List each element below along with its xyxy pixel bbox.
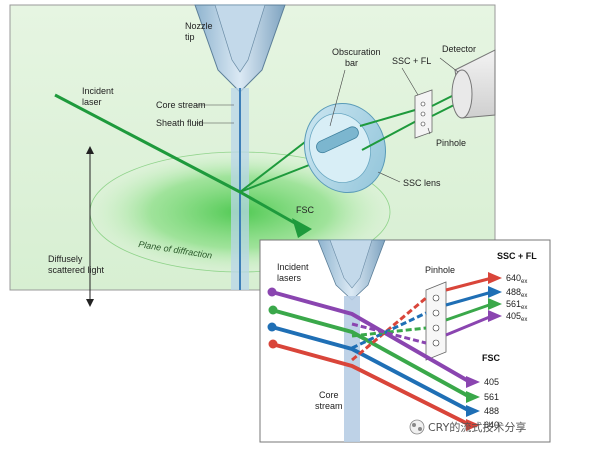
diffuse-light-label-2: scattered light: [48, 265, 105, 275]
ssc-lens: [303, 102, 387, 194]
core-stream-label: Core stream: [156, 100, 206, 110]
laser-source-640: [268, 339, 278, 349]
obscuration-label-2: bar: [345, 58, 358, 68]
ssc-arrow-488-icon: [488, 286, 502, 298]
detector-label: Detector: [442, 44, 476, 54]
ssc-beam-405: [445, 314, 493, 337]
laser-source-561: [268, 305, 278, 315]
incident-laser-beam: [54, 93, 241, 194]
ssc-lens-label: SSC lens: [403, 178, 441, 188]
nozzle-label-1: Nozzle: [185, 21, 213, 31]
ssc-output-label: 488ex: [506, 287, 527, 299]
inset-panel: Incident lasers Pinhole SSC + FL FSC Cor…: [259, 239, 551, 443]
watermark-icon: [409, 419, 425, 435]
ssc-arrow-640-icon: [488, 272, 502, 284]
inset-core-label-1: Core: [319, 390, 339, 400]
watermark-text: CRY的流式技术分享: [428, 420, 526, 434]
inset-core-label-2: stream: [315, 401, 343, 411]
inset-incident-label-1: Incident: [277, 262, 309, 272]
fsc-beam: [239, 190, 301, 228]
incident-laser-label-2: laser: [82, 97, 102, 107]
pinhole-label: Pinhole: [436, 138, 466, 148]
fsc-label: FSC: [296, 205, 315, 215]
fsc-arrow-488-icon: [466, 405, 480, 417]
ssc-arrow-405-icon: [488, 310, 502, 322]
detector: [451, 49, 496, 119]
fsc-arrow-405-icon: [466, 376, 480, 388]
ssc-output-label: 405ex: [506, 311, 527, 323]
obscuration-label-1: Obscuration: [332, 47, 381, 57]
inset-laser-beams: [267, 272, 502, 431]
diffuse-light-label-1: Diffusely: [48, 254, 83, 264]
fsc-arrow-640-icon: [466, 419, 480, 431]
ssc-fl-label: SSC + FL: [392, 56, 431, 66]
inset-pinhole-label: Pinhole: [425, 265, 455, 275]
fsc-arrow-561-icon: [466, 391, 480, 403]
ssc-beam-640: [445, 276, 493, 292]
inset-ssc-fl-label: SSC + FL: [497, 251, 537, 261]
watermark: CRY的流式技术分享: [409, 419, 526, 435]
ssc-output-label: 561ex: [506, 299, 527, 311]
ssc-beam-561: [445, 302, 493, 322]
fsc-output-label: 405: [484, 377, 499, 387]
obscuration-bar: [316, 126, 359, 154]
nozzle-tip: [194, 4, 286, 93]
fsc-output-labels: 405 561 488 640: [484, 377, 499, 430]
fsc-arrow-icon: [292, 218, 312, 238]
fsc-output-label: 488: [484, 406, 499, 416]
pinhole-plate: [414, 89, 433, 139]
ssc-beam-488: [445, 290, 493, 307]
diffuse-light-arrow: [86, 146, 94, 307]
fsc-beam-488: [271, 325, 471, 413]
fsc-beam-561: [271, 308, 471, 399]
sheath-fluid-label: Sheath fluid: [156, 118, 204, 128]
laser-source-405: [267, 287, 277, 297]
fsc-output-label: 561: [484, 392, 499, 402]
inset-incident-label-2: lasers: [277, 273, 302, 283]
incident-laser-label-1: Incident: [82, 86, 114, 96]
fsc-beam-640: [271, 342, 471, 427]
laser-source-488: [267, 322, 277, 332]
ssc-dashed-405: [351, 322, 427, 345]
fsc-output-label: 640: [484, 420, 499, 430]
fsc-beam-405: [271, 290, 471, 384]
inset-pinhole-plate: [425, 281, 447, 361]
ssc-arrow-561-icon: [488, 298, 502, 310]
inset-fsc-label: FSC: [482, 353, 501, 363]
nozzle-label-2: tip: [185, 32, 195, 42]
ssc-output-label: 640ex: [506, 273, 527, 285]
main-panel: Nozzle tip Incident laser Core stream Sh…: [9, 4, 496, 307]
